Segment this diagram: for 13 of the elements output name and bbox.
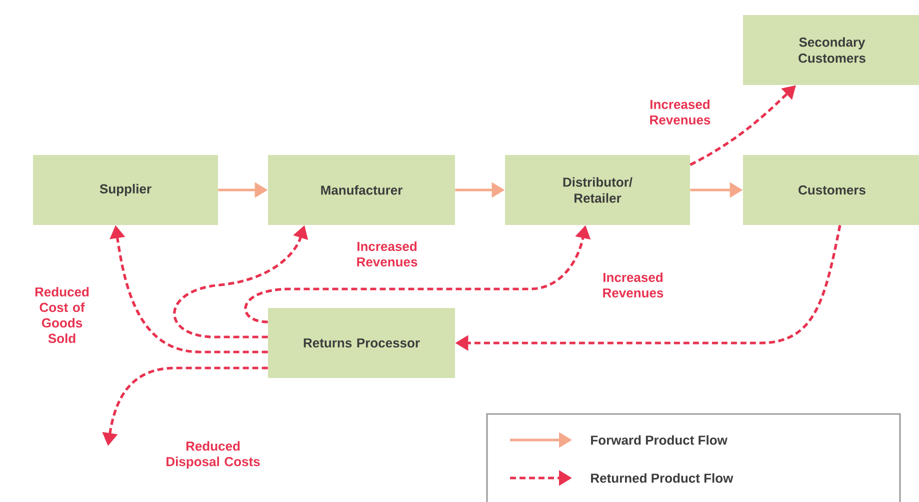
process-box: Returns Processor [268,308,455,378]
process-box: Manufacturer [268,155,455,225]
edge-label: Increased Revenues [603,272,664,298]
edge-label: Increased Revenues [650,99,710,125]
process-box: Supplier [33,155,218,225]
edge-label: Reduced Cost of Goods Sold [35,286,89,344]
process-box: Secondary Customers [743,15,919,85]
process-box: Distributor/ Retailer [505,155,690,225]
process-box: Customers [743,155,919,225]
edge-label: Reduced Disposal Costs [166,441,260,469]
edge-label: Increased Revenues [357,241,418,267]
legend-label: Returned Product Flow [591,473,734,483]
legend-label: Forward Product Flow [591,435,728,445]
